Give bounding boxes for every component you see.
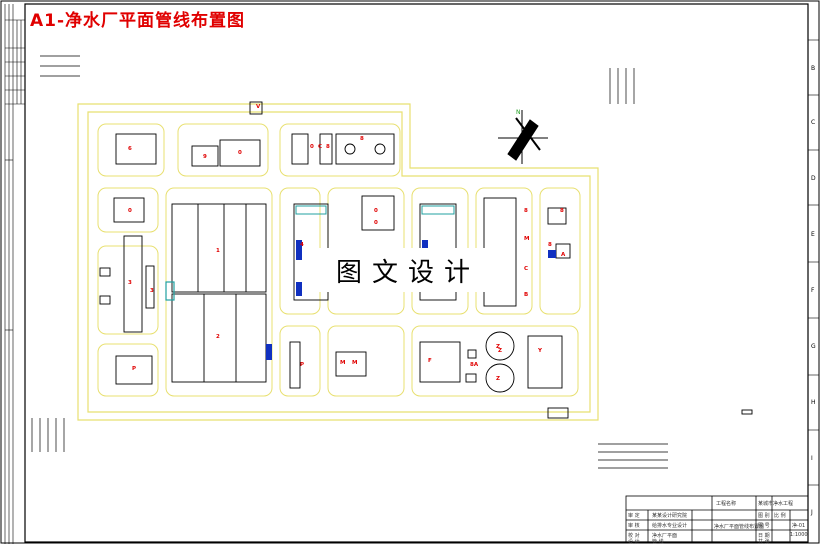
scale-label: 比 例: [774, 513, 786, 519]
project-name: 某城市净水工程: [758, 501, 794, 507]
zone-letter-c: C: [811, 119, 815, 126]
left-binding-strip: [4, 4, 25, 544]
hatch-marks: [31, 55, 668, 469]
zone-letter-d: D: [811, 175, 816, 182]
unit-label: 0: [238, 150, 242, 156]
project-label: 工程名称: [716, 501, 737, 507]
unit-label: Z: [496, 376, 500, 382]
right-zone-marks: [808, 39, 819, 486]
unit-label: C: [524, 266, 528, 272]
drawing-no: 净-01: [792, 523, 806, 529]
unit-label: 0: [310, 144, 314, 150]
buildings: [99, 101, 753, 419]
zone-letter-j: J: [810, 509, 813, 516]
unit-label: 8A: [470, 362, 479, 368]
role-2: 审 核: [628, 523, 640, 529]
unit-label: 0: [128, 208, 132, 214]
unit-label: 6: [128, 146, 132, 152]
unit-label: 1: [216, 248, 220, 254]
unit-label: 9: [203, 154, 207, 160]
unit-label: P: [132, 366, 136, 372]
scale-value: 1:1000: [790, 532, 808, 538]
unit-label: A: [561, 252, 566, 258]
unit-label: 8: [560, 208, 564, 214]
unit-label: V: [256, 104, 261, 110]
name-4: 管 线: [652, 539, 664, 545]
north-label: N: [516, 109, 521, 116]
drawing-title: A1-净水厂平面管线布置图: [30, 11, 246, 31]
zone-letter-h: H: [811, 399, 816, 406]
info-1: 图 别: [758, 513, 770, 519]
unit-label: M: [524, 236, 529, 242]
name-3: 净水厂平面: [652, 533, 678, 539]
role-1: 审 定: [628, 513, 640, 519]
unit-label: Y: [537, 348, 543, 354]
watermark: 图文设计: [318, 248, 498, 292]
zone-letter-g: G: [811, 343, 816, 350]
unit-label: 8: [524, 208, 528, 214]
unit-label: M: [340, 360, 345, 366]
unit-label: Z: [498, 348, 502, 354]
unit-label: 8: [548, 242, 552, 248]
role-3: 校 对: [628, 533, 640, 539]
unit-label: 0: [374, 208, 378, 214]
zone-letter-f: F: [811, 287, 815, 294]
role-4: 设 计: [628, 539, 640, 545]
unit-label: 8: [360, 136, 364, 142]
zone-letter-e: E: [811, 231, 815, 238]
unit-label: F: [428, 358, 432, 364]
unit-label: 3: [128, 280, 132, 286]
zone-letter-i: I: [811, 455, 813, 462]
unit-label: 2: [216, 334, 220, 340]
zone-letter-b: B: [811, 65, 815, 72]
unit-label: B: [524, 292, 528, 298]
name-2: 给排水专业设计: [652, 523, 688, 529]
unit-label: 4: [300, 242, 304, 248]
info-4: 共 张: [758, 539, 770, 545]
unit-label: 3: [150, 288, 154, 294]
unit-label: 8: [326, 144, 330, 150]
name-1: 某某设计研究院: [652, 513, 688, 519]
drawing-title-block: 净水厂平面管线布置图: [714, 524, 765, 530]
zone-letters: B C D E F G H I J: [810, 65, 816, 516]
north-arrow: [498, 110, 548, 164]
unit-label: P: [300, 362, 304, 368]
site-road: [77, 103, 599, 421]
info-3: 日 期: [758, 533, 770, 539]
info-2: 图 号: [758, 523, 770, 529]
unit-label: M: [352, 360, 357, 366]
unit-label: 0: [374, 220, 378, 226]
unit-label: Z: [496, 344, 500, 350]
unit-label: C: [318, 144, 322, 150]
